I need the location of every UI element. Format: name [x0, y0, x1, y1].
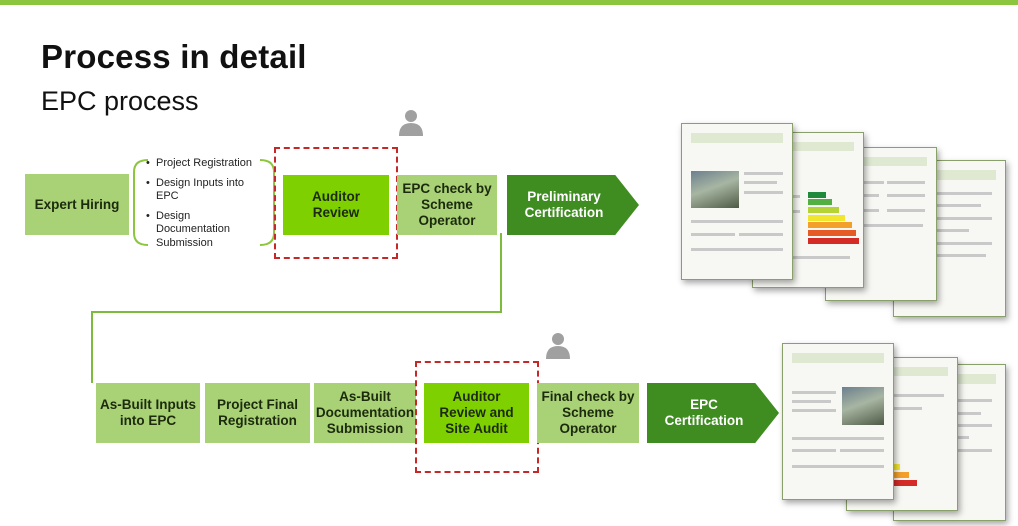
- certificate-document-icon: [782, 343, 894, 500]
- list-item: Design Documentation Submission: [146, 210, 266, 251]
- person-icon: [546, 333, 570, 359]
- certificate-document-icon: [681, 123, 793, 280]
- list-item: Design Inputs into EPC: [146, 177, 266, 204]
- person-icon: [399, 110, 423, 136]
- page-subtitle: EPC process: [41, 86, 199, 116]
- list-item: Project Registration: [146, 157, 266, 171]
- project-final-registration-step: Project Final Registration: [205, 383, 310, 443]
- preliminary-certification-arrow: Preliminary Certification: [507, 175, 639, 235]
- as-built-inputs-step: As-Built Inputs into EPC: [96, 383, 200, 443]
- page-title: Process in detail: [41, 38, 307, 75]
- epc-certification-arrow: EPC Certification: [647, 383, 779, 443]
- expert-hiring-step: Expert Hiring: [25, 174, 129, 235]
- epc-check-step: EPC check by Scheme Operator: [397, 175, 497, 235]
- auditor-review-step: Auditor Review: [283, 175, 389, 235]
- site-audit-highlight-box: [415, 361, 539, 473]
- as-built-documentation-step: As-Built Documentation Submission: [314, 383, 416, 443]
- auditor-highlight-box: [274, 147, 398, 259]
- final-check-step: Final check by Scheme Operator: [537, 383, 639, 443]
- auditor-site-audit-step: Auditor Review and Site Audit: [424, 383, 529, 443]
- top-accent-bar: [0, 0, 1018, 5]
- design-steps-list: Project Registration Design Inputs into …: [146, 157, 266, 256]
